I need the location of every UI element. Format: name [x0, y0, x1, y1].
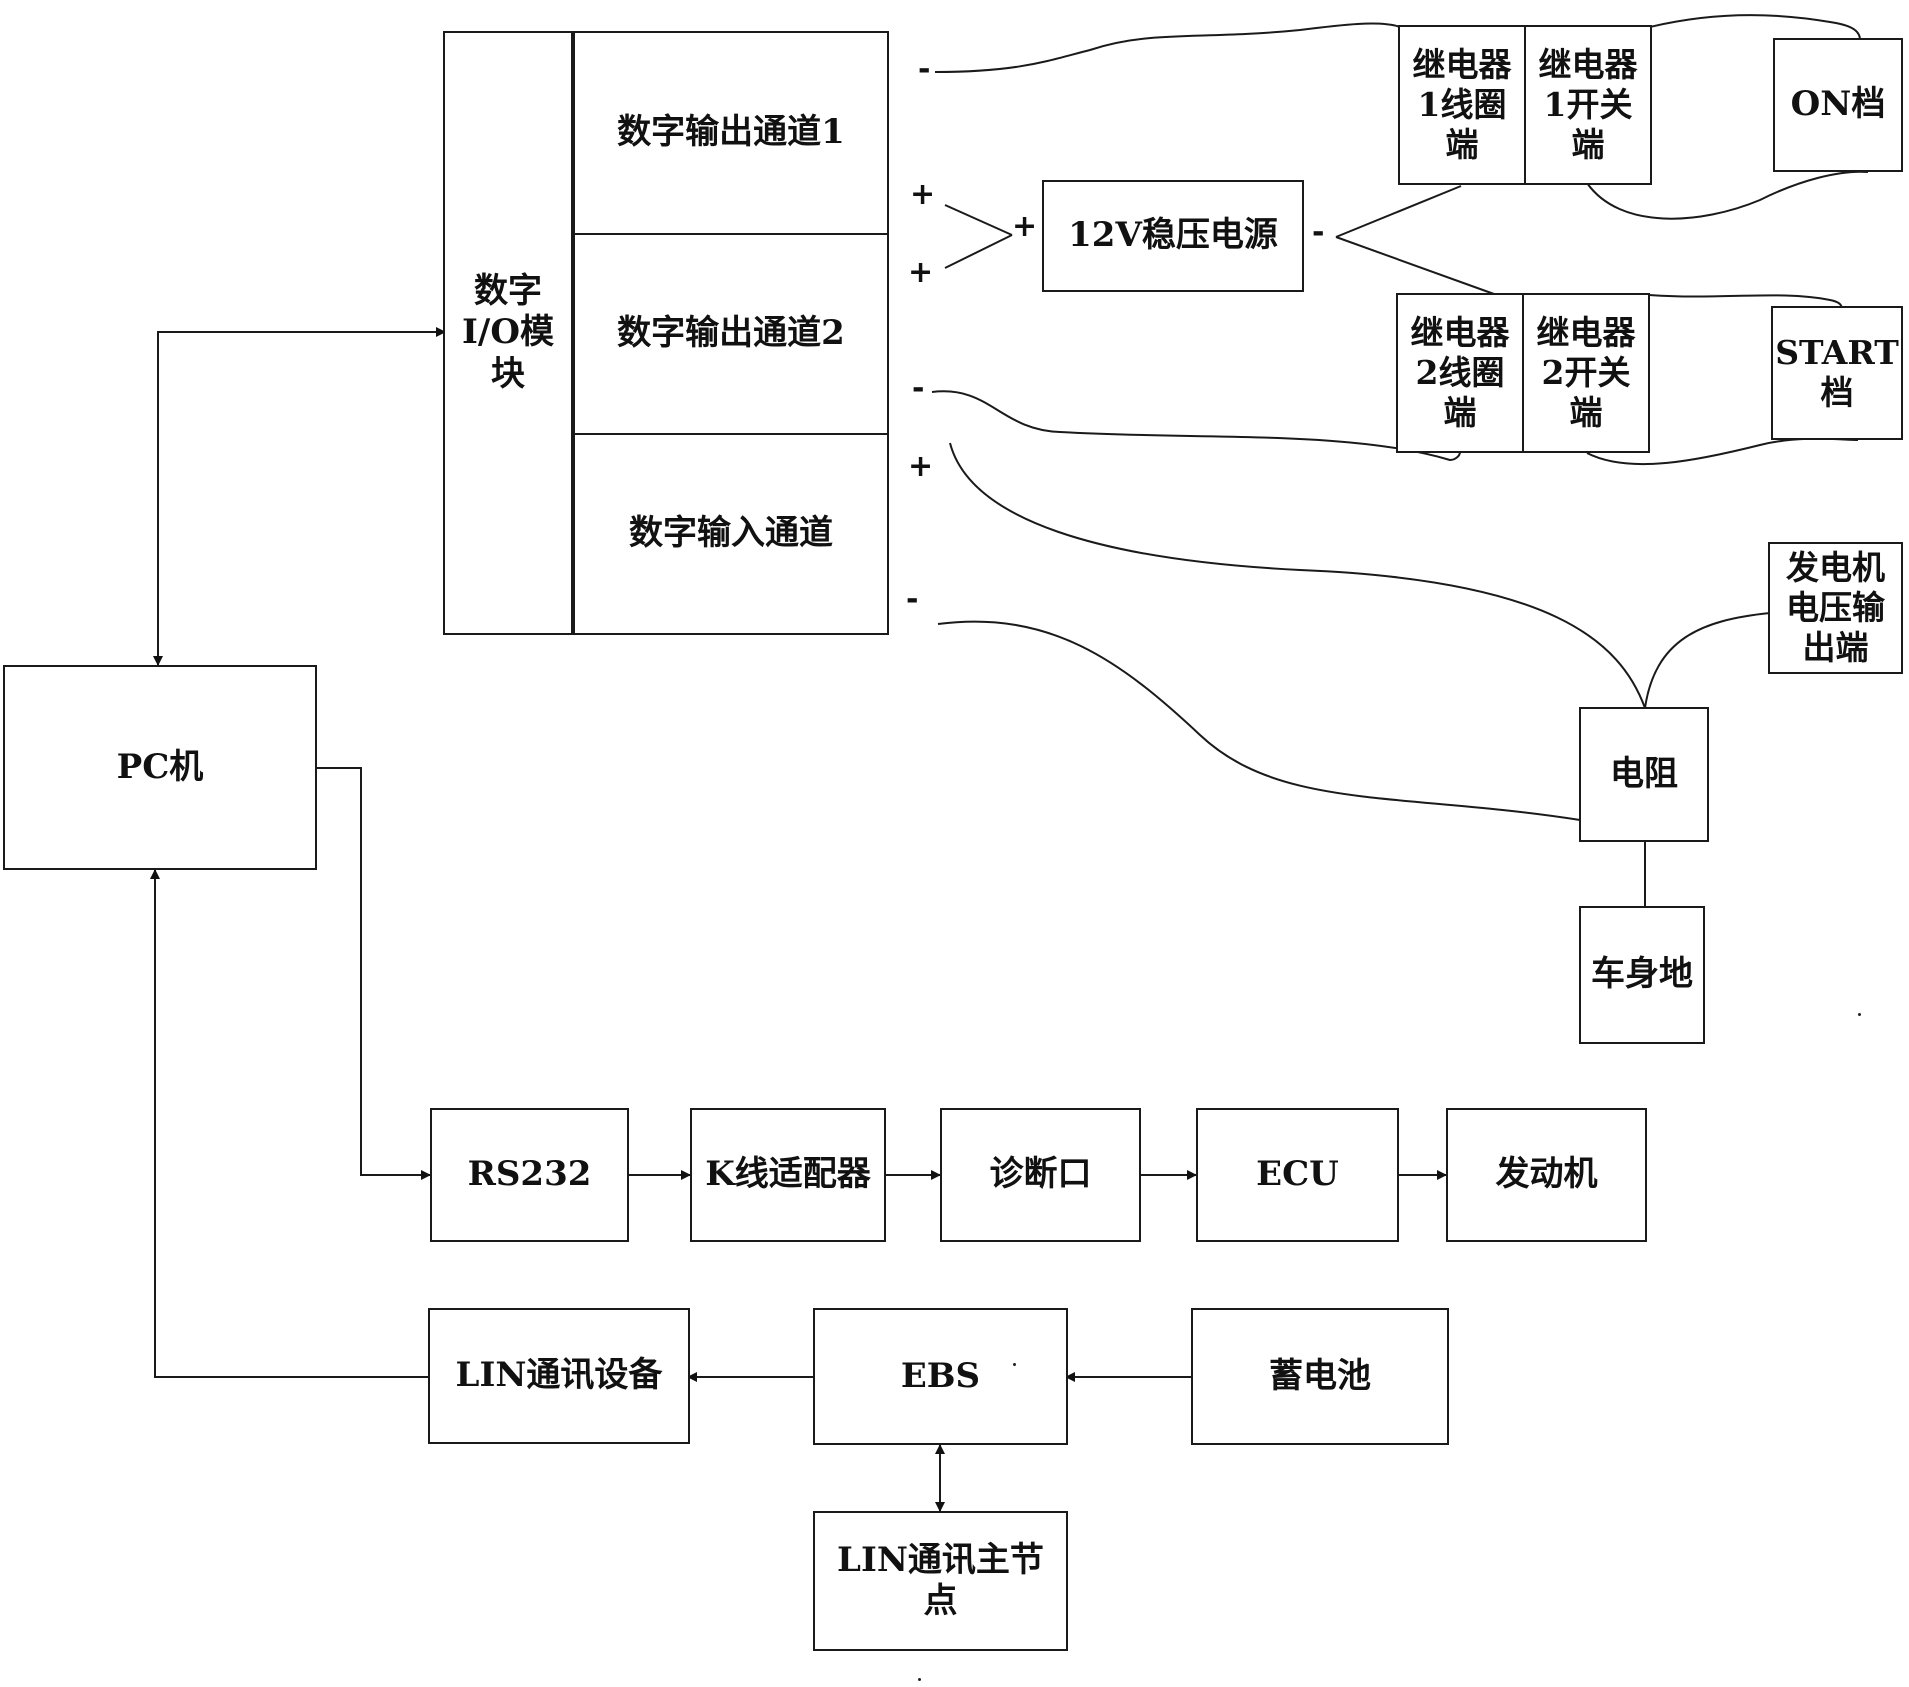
- digital-input-channel: 数字输入通道: [573, 433, 889, 635]
- generator-output: 发电机 电压输 出端: [1768, 542, 1903, 674]
- lin-device-box: LIN通讯设备: [428, 1308, 690, 1444]
- rs232-box: RS232: [430, 1108, 629, 1242]
- plus-to-power-wire-1: [945, 205, 1012, 235]
- ebs-box: EBS: [813, 1308, 1068, 1445]
- resistor: 电阻: [1579, 707, 1709, 842]
- power-plus-sign: +: [1012, 212, 1037, 242]
- power-minus-wire-lower: [1336, 237, 1494, 294]
- pc-box: PC机: [3, 665, 317, 870]
- din-minus-wire: [938, 622, 1645, 840]
- digital-output-channel-2: 数字输出通道2: [573, 233, 889, 435]
- digital-output-channel-1: 数字输出通道1: [573, 31, 889, 235]
- on-gear: ON档: [1773, 38, 1903, 172]
- din-minus-sign: -: [906, 585, 918, 615]
- dout2-minus-wire: [932, 391, 1460, 460]
- battery-box: 蓄电池: [1191, 1308, 1449, 1445]
- relay1-coil: 继电器 1线圈 端: [1398, 25, 1526, 185]
- dout1-minus-wire: [935, 24, 1400, 72]
- power-supply-12v: 12V稳压电源: [1042, 180, 1304, 292]
- din-plus-wire: [950, 443, 1645, 708]
- io-module-box: 数字 I/O模 块: [443, 31, 573, 635]
- diagnostic-port-box: 诊断口: [940, 1108, 1141, 1242]
- start-gear: START 档: [1771, 306, 1903, 440]
- speck: [1013, 1363, 1016, 1366]
- speck: [918, 1678, 921, 1681]
- relay1-switch: 继电器 1开关 端: [1524, 25, 1652, 185]
- ecu-box: ECU: [1196, 1108, 1399, 1242]
- pc-rs232-link: [316, 768, 430, 1175]
- power-minus-sign: -: [1312, 218, 1324, 248]
- lin-master-box: LIN通讯主节 点: [813, 1511, 1068, 1651]
- generator-wire: [1645, 613, 1770, 708]
- speck: [1858, 1013, 1861, 1016]
- plus-to-power-wire-2: [945, 235, 1012, 268]
- engine-box: 发动机: [1446, 1108, 1647, 1242]
- pc-io-link: [158, 332, 445, 665]
- lin-pc-link: [155, 870, 428, 1377]
- relay2-switch: 继电器 2开关 端: [1522, 293, 1650, 453]
- power-minus-wire-upper: [1336, 186, 1461, 237]
- dout2-plus-sign: +: [908, 258, 933, 288]
- relay1-on-wire-top: [1650, 15, 1860, 40]
- din-plus-sign: +: [908, 452, 933, 482]
- dout2-minus-sign: -: [912, 374, 924, 404]
- dout1-minus-sign: -: [918, 55, 930, 85]
- k-line-adapter-box: K线适配器: [690, 1108, 886, 1242]
- chassis-ground: 车身地: [1579, 906, 1705, 1044]
- relay2-coil: 继电器 2线圈 端: [1396, 293, 1524, 453]
- dout1-plus-sign: +: [910, 180, 935, 210]
